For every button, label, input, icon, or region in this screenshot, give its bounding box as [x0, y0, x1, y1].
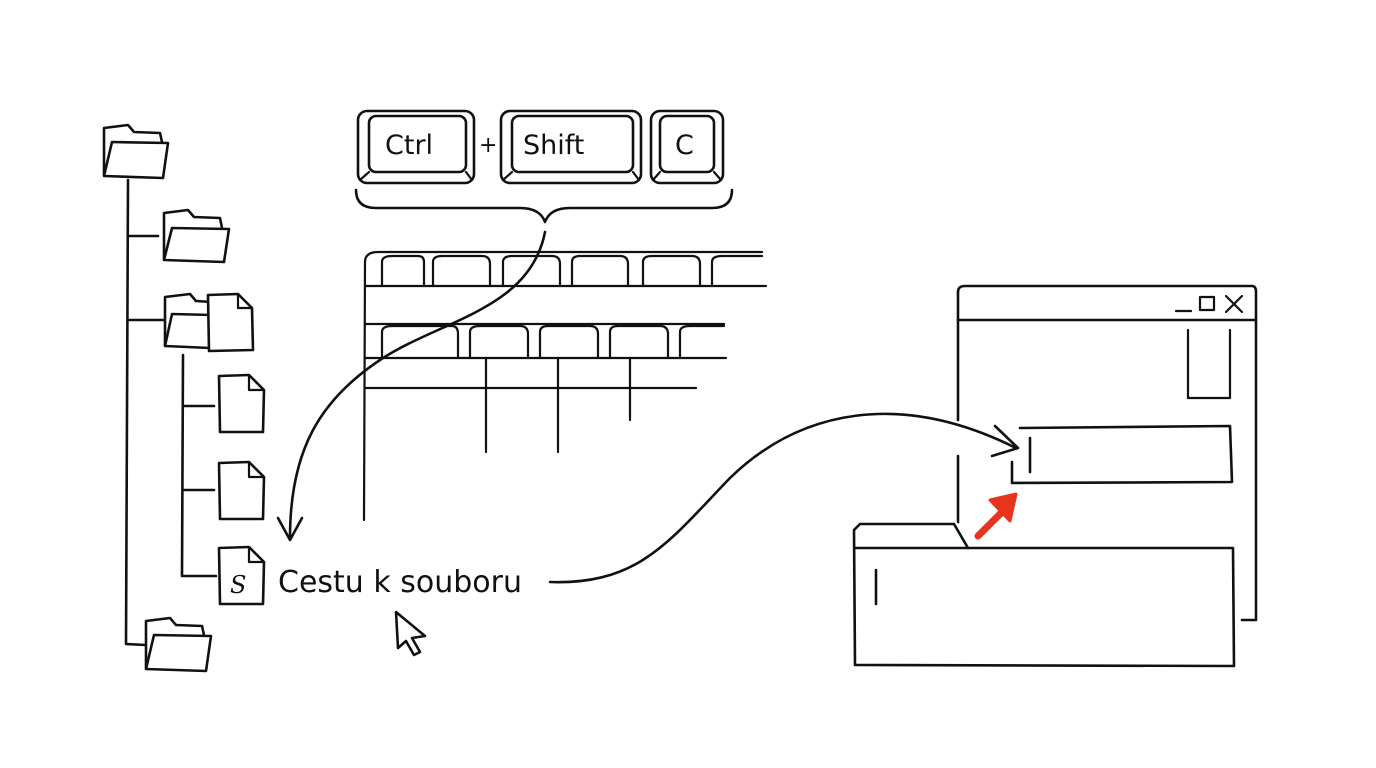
folder-with-file-icon	[163, 292, 255, 353]
plus-separator: +	[479, 133, 497, 158]
app-window	[956, 284, 1258, 622]
folder-icon	[102, 123, 170, 180]
file-tree: S	[102, 123, 266, 673]
file-icon	[217, 373, 266, 434]
mouse-pointer-icon	[394, 610, 427, 657]
tree-subtrunk-line	[180, 353, 218, 578]
key-ctrl: Ctrl	[356, 109, 476, 185]
close-icon	[1224, 294, 1244, 314]
file-path-caption: Cestu k souboru	[278, 565, 522, 600]
folder-icon	[144, 616, 213, 673]
window-scrollbar	[1186, 328, 1232, 400]
folder-icon	[162, 208, 231, 264]
shortcut-to-file-arrow	[276, 230, 547, 542]
file-icon	[206, 292, 255, 353]
file-icon	[217, 460, 266, 521]
paste-arrow-icon	[974, 492, 1018, 540]
key-c: C	[649, 109, 725, 185]
key-label: C	[675, 130, 694, 161]
path-input-field	[1010, 424, 1234, 485]
keyboard-shortcut: Ctrl + Shift C	[354, 109, 734, 224]
key-label: Shift	[523, 130, 584, 161]
dialog-window	[852, 522, 1236, 668]
key-label: Ctrl	[385, 130, 433, 161]
file-icon: S	[217, 545, 266, 606]
keyboard-outline	[362, 250, 768, 522]
file-type-glyph: S	[230, 571, 246, 599]
key-shift: Shift	[499, 109, 643, 185]
tree-trunk-line	[124, 178, 148, 647]
maximize-icon	[1198, 295, 1216, 312]
caption-to-window-arrow	[548, 412, 1020, 584]
curly-brace	[354, 188, 734, 224]
